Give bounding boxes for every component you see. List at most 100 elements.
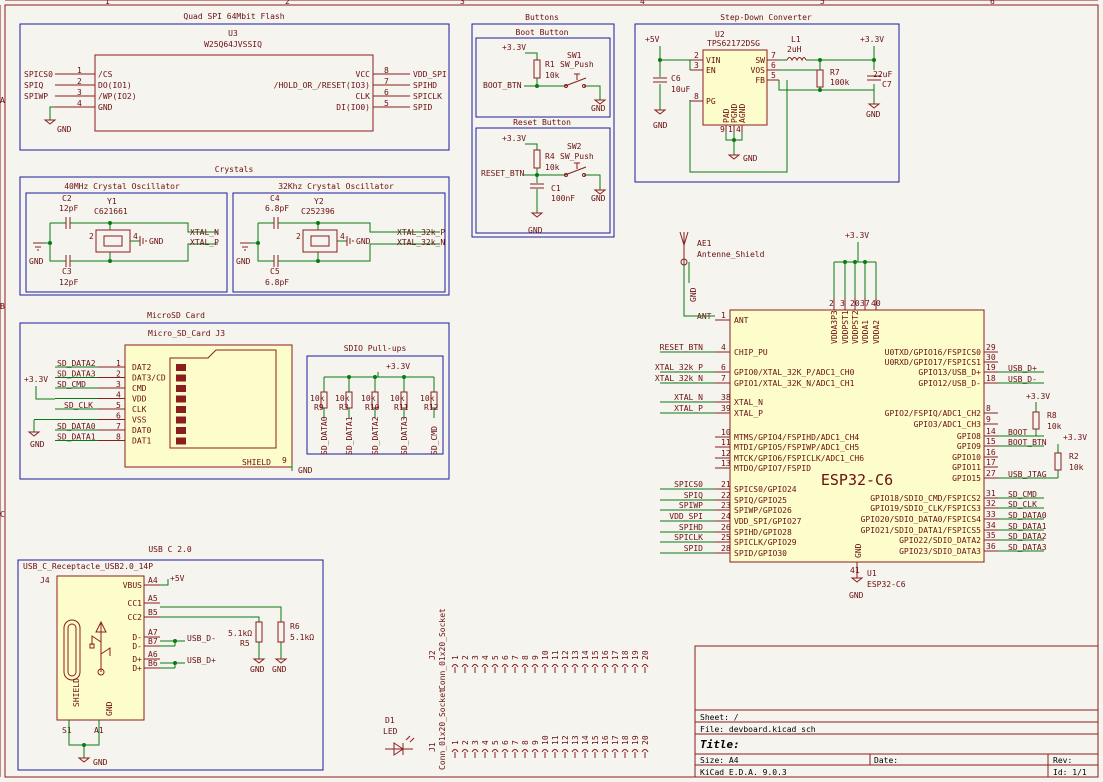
r1-ref: R1	[545, 60, 555, 69]
sheet-stepdown: Step-Down Converter +5V +3.3V U2 TPS6217…	[634, 13, 900, 183]
tb-id: Id: 1/1	[1053, 768, 1087, 777]
pullup-val: 10k	[335, 394, 350, 403]
usb-pin-name: D+	[132, 655, 142, 664]
boot-button-title: Boot Button	[516, 28, 569, 37]
pullup-ref: R9	[314, 403, 324, 412]
r2-symbol[interactable]	[1054, 452, 1062, 471]
pullup-val: 10k	[361, 394, 376, 403]
u3-gnd-wire	[49, 106, 55, 120]
j1-pin-num: 15	[591, 735, 600, 745]
j2-pin-num: 8	[521, 655, 530, 660]
sheet-title-crystals: Crystals	[215, 165, 254, 174]
y2-body[interactable]	[302, 229, 338, 253]
esp32-area: +3.3V 2VDDA3P33VDDPST120VDDPST237VDDA140…	[655, 231, 1087, 600]
sd-contact	[176, 416, 186, 424]
led-symbol	[385, 735, 415, 756]
u2-pin-name: FB	[755, 76, 765, 85]
j2-pin-num: 16	[601, 650, 610, 660]
gnd-icon	[27, 431, 41, 437]
l1-val: 2uH	[787, 45, 802, 54]
r8-symbol[interactable]	[1032, 411, 1040, 430]
sd-pin-num: 1	[116, 359, 121, 368]
esp-right-pin-num: 8	[986, 404, 991, 413]
u1-body[interactable]	[729, 309, 985, 563]
j1-pin	[561, 749, 569, 758]
sheet-title-flash: Quad SPI 64Mbit Flash	[183, 12, 284, 21]
antenna-symbol	[679, 231, 689, 262]
j2-pin-num: 17	[611, 650, 620, 660]
esp-left-pin-name: MTCK/GPIO6/FSPICLK/ADC1_CH6	[734, 454, 864, 463]
r1-val: 10k	[545, 71, 560, 80]
j3-body[interactable]	[124, 344, 293, 468]
j1-ref: J1	[428, 742, 437, 752]
sd-net-label: SD_CLK	[64, 401, 93, 410]
c1-ref: C1	[551, 184, 561, 193]
sheet-buttons: Buttons Boot Button Reset Button +3.3V R…	[471, 13, 615, 238]
frame-col-4: 4	[640, 0, 645, 6]
esp-left-pin-num: 21	[721, 480, 731, 489]
esp-left-pin-name: MTMS/GPIO4/FSPIHD/ADC1_CH4	[734, 433, 859, 442]
y2-ref: Y2	[314, 197, 324, 206]
u3-net-label: SPIHD	[413, 81, 437, 90]
sd-pin-num: 6	[116, 412, 121, 421]
r6-symbol[interactable]	[277, 621, 285, 643]
svg-text:9: 9	[282, 456, 287, 465]
sd-net-label: SD_DATA3	[57, 370, 96, 379]
osc40-net-p: XTAL_P	[190, 238, 219, 247]
u2-body[interactable]	[702, 49, 768, 126]
esp-right-pin-name: GPIO15	[952, 474, 981, 483]
usb-pin-num: B6	[148, 659, 158, 668]
u3-gnd-label: GND	[57, 125, 72, 134]
esp-right-pin-num: 30	[986, 353, 996, 362]
esp-left-net: RESET_BTN	[660, 343, 704, 352]
esp-left-net: SPIWP	[679, 501, 703, 510]
j2-pin	[521, 664, 529, 673]
esp-left-net: XTAL_32k_N	[655, 374, 703, 383]
sheet-title-stepdown: Step-Down Converter	[720, 13, 812, 22]
j2-pin-num: 18	[621, 650, 630, 660]
j1-pin	[531, 749, 539, 758]
y1-body[interactable]	[95, 229, 131, 253]
tb-rev: Rev:	[1053, 756, 1072, 765]
sheet-title-buttons: Buttons	[525, 13, 559, 22]
usb-pin-num: A7	[148, 628, 158, 637]
c1-val: 100nF	[551, 194, 575, 203]
esp-right-pin-num: 34	[986, 521, 996, 530]
esp-right-pin-name: GPIO22/SDIO_DATA2	[899, 536, 981, 545]
esp-pwr: +3.3V	[845, 231, 869, 240]
u3-net-label: SPICLK	[413, 92, 442, 101]
c3-symbol	[65, 255, 71, 267]
r7-symbol[interactable]	[816, 69, 824, 88]
esp-left-pin-name: GPIO1/XTAL_32K_N/ADC1_CH1	[734, 379, 855, 388]
r5-symbol[interactable]	[255, 621, 263, 643]
j1-pin-num: 2	[461, 740, 470, 745]
osc40-net-n: XTAL_N	[190, 228, 219, 237]
u3-body[interactable]	[94, 54, 374, 132]
j1-pin-num: 9	[531, 740, 540, 745]
u3-net-label: VDD_SPI	[413, 70, 447, 79]
r4-symbol[interactable]	[533, 149, 541, 169]
sd-pin-name: VDD	[132, 395, 147, 404]
u2-pin-num: 9	[720, 125, 725, 134]
osc32-net-n: XTAL_32k_N	[397, 238, 445, 247]
frame-row-C: C	[0, 510, 5, 519]
sheet-title-usbc: USB C 2.0	[148, 545, 192, 554]
r1-symbol[interactable]	[533, 59, 541, 79]
j1-pin	[631, 749, 639, 758]
svg-text:+3.3V: +3.3V	[1063, 433, 1087, 442]
esp-right-pin-name: GPIO20/SDIO_DATA0/FSPICS4	[861, 515, 982, 524]
esp-left-pin-name: VDD_SPI/GPIO27	[734, 517, 802, 526]
j2-pin	[601, 664, 609, 673]
sd-contact	[176, 374, 186, 382]
frame-col-5: 5	[820, 0, 825, 6]
c6-val: 10uF	[671, 85, 690, 94]
esp-left-net: SPID	[684, 544, 703, 553]
esp-left-pin-name: SPIQ/GPIO25	[734, 496, 787, 505]
esp-left-pin-num: 39	[721, 404, 731, 413]
esp-left-pin-num: 4	[721, 343, 726, 352]
c3-ref: C3	[62, 267, 72, 276]
pullup-net: SD_DATA3	[400, 416, 409, 455]
j2-pin	[471, 664, 479, 673]
j2-pin-num: 20	[641, 650, 650, 660]
j2-pin	[641, 664, 649, 673]
